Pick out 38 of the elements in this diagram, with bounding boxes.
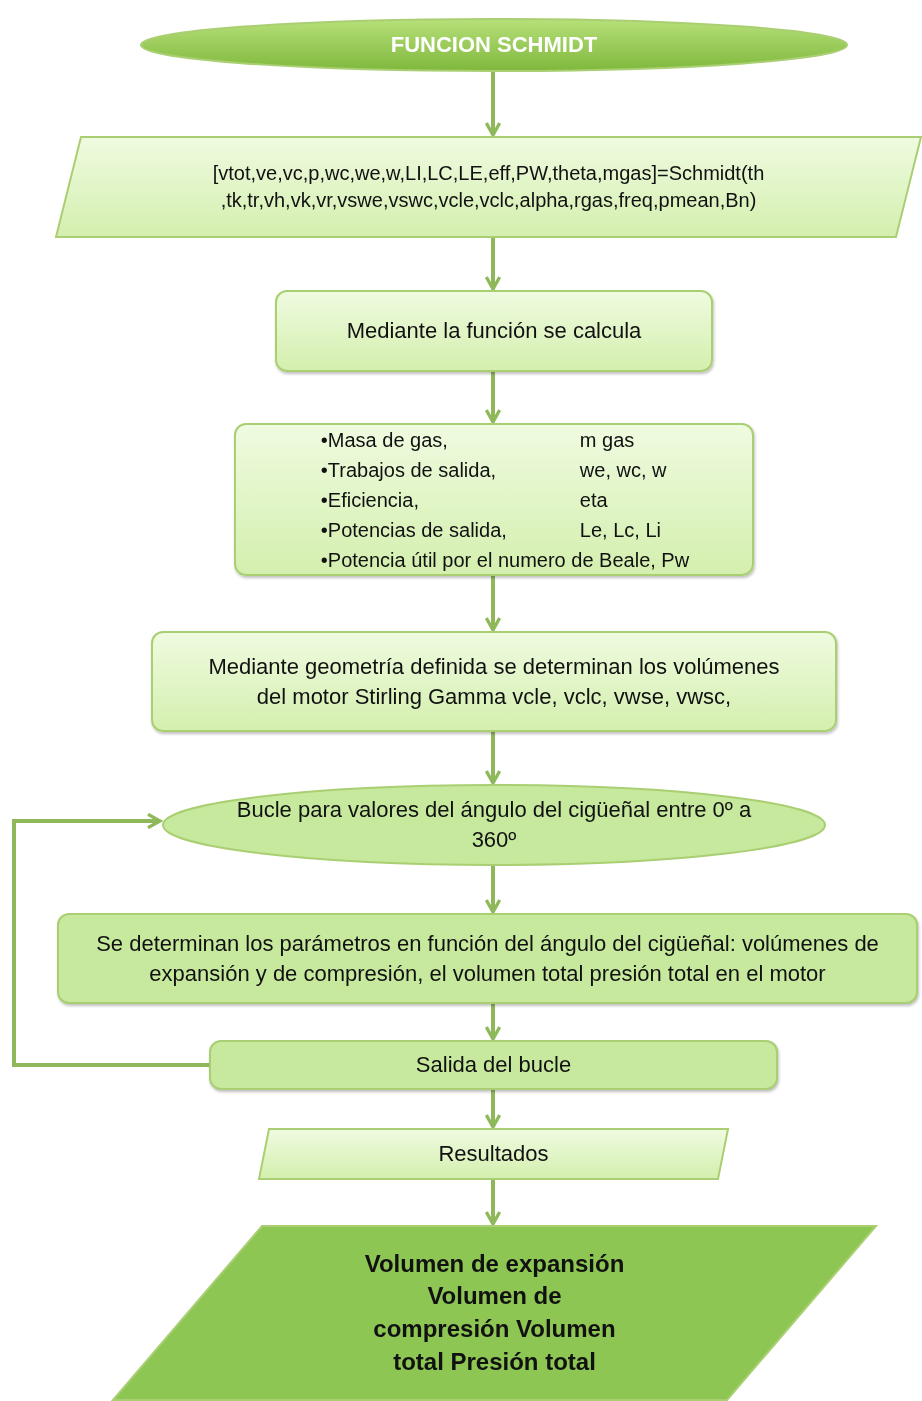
- arrow: [484, 238, 502, 291]
- arrow: [484, 576, 502, 632]
- node-label: [vtot,ve,vc,p,wc,we,w,LI,LC,LE,eff,PW,theta,mgas]=Schmidt(th ,tk,tr,vh,vk,vr,vswe,vswc,vcle,vclc,alpha,rgas,freq,pmean,Bn): [211, 160, 766, 213]
- arrow: [484, 1180, 502, 1226]
- node-label: Se determinan los parámetros en función del ángulo del cigüeñal: volúmenes de expansión y de compresión, el volumen total presión total en el motor: [95, 929, 880, 988]
- list-item: •Eficiencia,: [320, 487, 420, 513]
- node-label: Mediante la función se calcula: [345, 317, 643, 346]
- start-ellipse: [140, 18, 848, 72]
- process-box: [234, 423, 754, 576]
- node-label: Mediante geometría definida se determinan los volúmenes del motor Stirling Gamma vcle, vclc, vwse, vwsc,: [207, 652, 781, 711]
- node-label: Salida del bucle: [414, 1051, 573, 1080]
- node-label: FUNCION SCHMIDT: [389, 31, 599, 60]
- list-item: •Masa de gas,: [320, 427, 449, 453]
- process-box: [275, 290, 713, 372]
- list-item: m gas: [578, 427, 636, 453]
- process-box: [209, 1040, 778, 1090]
- arrow: [484, 72, 502, 137]
- loop-ellipse: [162, 784, 826, 866]
- process-box: [57, 913, 918, 1004]
- arrow: [484, 372, 502, 424]
- node-label: Volumen de expansión Volumen de compresión Volumen total Presión total: [363, 1248, 626, 1377]
- list-item: •Potencias de salida,: [320, 517, 508, 543]
- list-item: •Potencia útil por el numero de Beale, Pw: [320, 547, 690, 573]
- input-parallelogram: [55, 136, 922, 238]
- list-item: we, wc, w: [578, 457, 668, 483]
- list-item: eta: [578, 487, 609, 513]
- arrow: [484, 732, 502, 785]
- process-box: [151, 631, 837, 732]
- result-parallelogram: [112, 1225, 877, 1401]
- arrow: [484, 1090, 502, 1129]
- arrow: [12, 812, 209, 1067]
- node-label: Bucle para valores del ángulo del cigüeñal entre 0º a 360º: [235, 796, 753, 854]
- list-item: Le, Lc, Li: [578, 517, 662, 543]
- arrow: [484, 866, 502, 914]
- list-item: •Trabajos de salida,: [320, 457, 498, 483]
- arrow: [484, 1004, 502, 1041]
- node-label: Resultados: [437, 1140, 550, 1169]
- output-parallelogram: [258, 1128, 729, 1180]
